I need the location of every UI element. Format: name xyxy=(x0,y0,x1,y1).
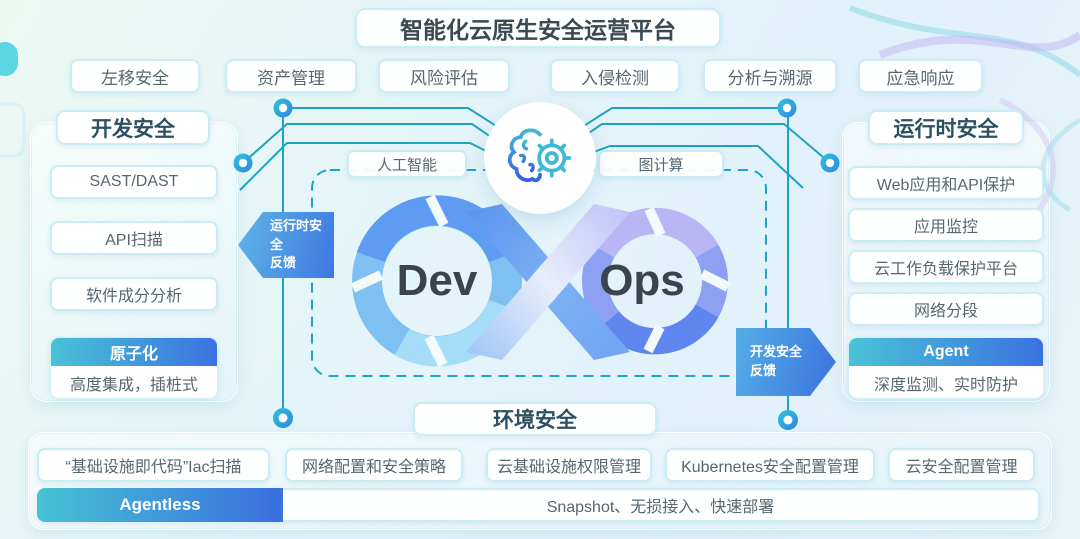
dev-feedback-arrow: 开发安全 反馈 xyxy=(736,328,836,396)
agentless-highlight: Agentless xyxy=(37,488,283,522)
env-item-cspm: 云安全配置管理 xyxy=(888,448,1035,482)
circuit-node xyxy=(778,410,798,430)
ai-brain-gear-badge xyxy=(484,102,596,214)
top-capability-response: 应急响应 xyxy=(858,59,983,93)
runtime-item-apm: 应用监控 xyxy=(848,208,1044,242)
runtime-feedback-text-line1: 运行时安全 xyxy=(270,217,323,252)
dev-feedback-text-line1: 开发安全 xyxy=(750,344,803,360)
top-capability-risk-assess: 风险评估 xyxy=(378,59,510,93)
env-item-k8s-config: Kubernetes安全配置管理 xyxy=(665,448,875,482)
runtime-feedback-arrow: 运行时安全 反馈 xyxy=(238,212,334,278)
dev-security-header: 开发安全 xyxy=(56,110,210,145)
dev-security-item-sast-dast: SAST/DAST xyxy=(50,165,218,199)
dev-feedback-text-line2: 反馈 xyxy=(750,363,777,378)
runtime-item-waap: Web应用和API保护 xyxy=(848,166,1044,200)
dev-security-item-api-scan: API扫描 xyxy=(50,221,218,255)
agentless-desc: Snapshot、无损接入、快速部署 xyxy=(283,488,1040,522)
dev-security-highlight-label: 原子化 xyxy=(51,338,217,366)
dev-security-item-sca: 软件成分分析 xyxy=(50,277,218,311)
runtime-item-segment: 网络分段 xyxy=(848,292,1044,326)
runtime-security-header: 运行时安全 xyxy=(868,110,1024,145)
circuit-node xyxy=(273,98,293,118)
env-item-ciem: 云基础设施权限管理 xyxy=(486,448,652,482)
ai-tag: 人工智能 xyxy=(347,150,467,178)
platform-title: 智能化云原生安全运营平台 xyxy=(355,8,721,48)
circuit-node xyxy=(820,153,840,173)
circuit-node xyxy=(273,408,293,428)
runtime-highlight-desc: 深度监测、实时防护 xyxy=(849,366,1043,398)
env-item-iac-scan: “基础设施即代码”Iac扫描 xyxy=(37,448,270,482)
top-capability-intrusion: 入侵检测 xyxy=(550,59,680,93)
brain-gear-icon xyxy=(507,128,572,184)
ops-label: Ops xyxy=(599,256,685,305)
dev-security-highlight-desc: 高度集成，插桩式 xyxy=(51,366,217,398)
top-capability-shift-left: 左移安全 xyxy=(70,59,200,93)
dev-label: Dev xyxy=(396,256,478,305)
runtime-highlight-label: Agent xyxy=(849,338,1043,366)
circuit-node xyxy=(777,98,797,118)
runtime-highlight-card: Agent 深度监测、实时防护 xyxy=(848,337,1044,399)
runtime-item-cwpp: 云工作负载保护平台 xyxy=(848,250,1044,284)
graph-compute-tag: 图计算 xyxy=(598,150,724,178)
top-capability-trace: 分析与溯源 xyxy=(703,59,837,93)
dev-security-highlight-card: 原子化 高度集成，插桩式 xyxy=(50,337,218,399)
env-item-net-policy: 网络配置和安全策略 xyxy=(285,448,463,482)
env-security-header: 环境安全 xyxy=(413,402,657,436)
top-capability-asset-mgmt: 资产管理 xyxy=(225,59,357,93)
runtime-feedback-text-line2: 反馈 xyxy=(270,255,297,271)
